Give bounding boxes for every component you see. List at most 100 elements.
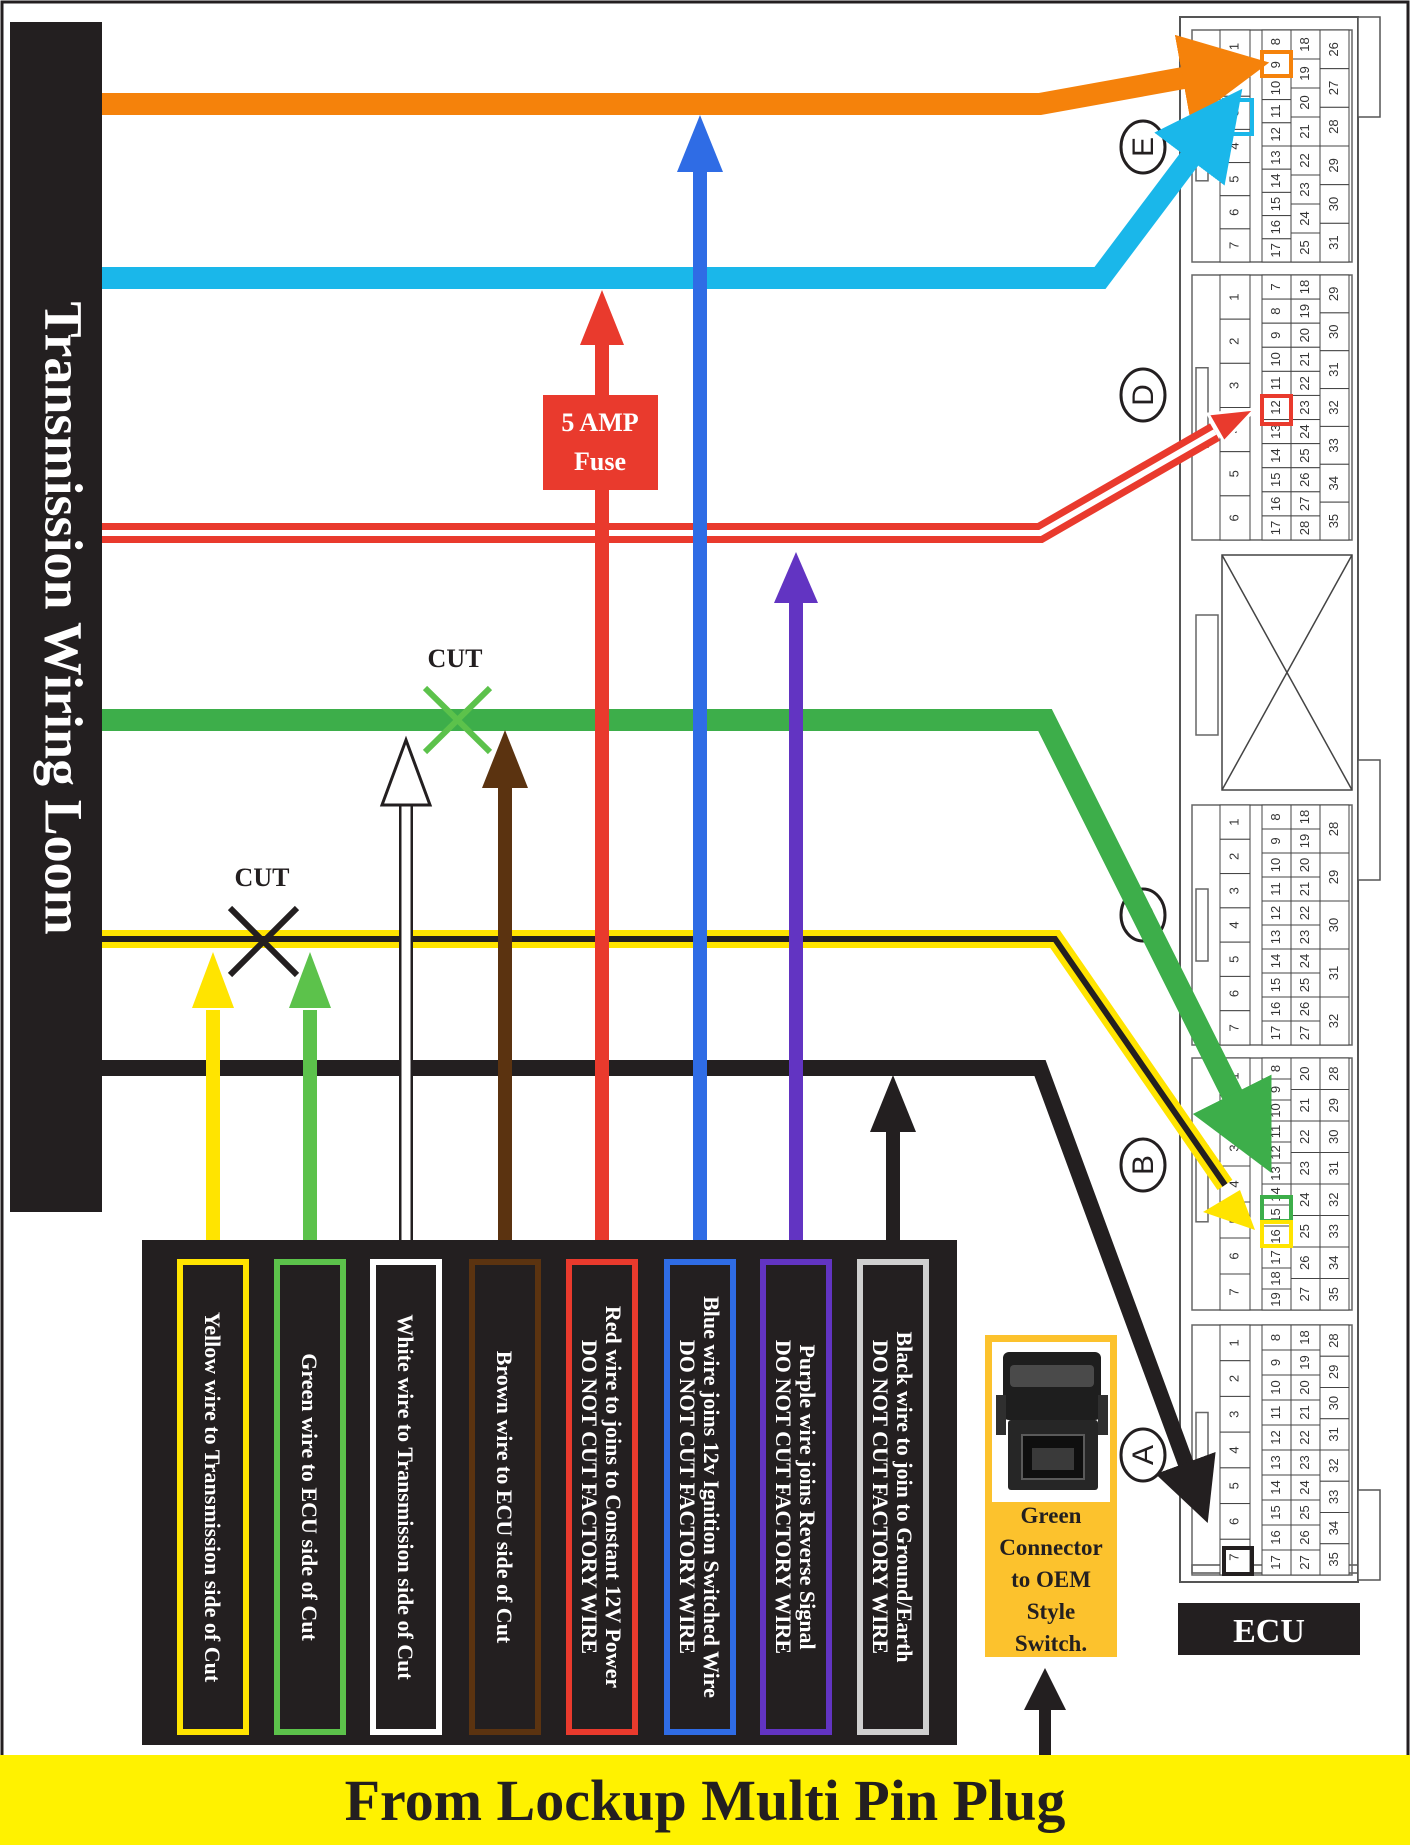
legend-text-white: White wire to Transmission side of Cut — [393, 1314, 418, 1680]
blue-plug-arrowhead — [677, 115, 723, 172]
svg-text:31: 31 — [1326, 966, 1341, 980]
svg-text:19: 19 — [1297, 834, 1312, 848]
svg-text:22: 22 — [1297, 906, 1312, 920]
highlight-pin-A7 — [1222, 1546, 1254, 1576]
switch-caption-line: Switch. — [1015, 1631, 1087, 1656]
svg-text:18: 18 — [1297, 280, 1312, 294]
svg-text:A: A — [1127, 1445, 1160, 1465]
legend-text-brown: Brown wire to ECU side of Cut — [492, 1351, 517, 1644]
svg-text:26: 26 — [1297, 473, 1312, 487]
svg-text:17: 17 — [1268, 1250, 1283, 1264]
fuse-label: 5 AMP Fuse — [543, 395, 658, 490]
svg-text:24: 24 — [1297, 211, 1312, 225]
svg-text:B: B — [1127, 1155, 1160, 1175]
svg-text:28: 28 — [1326, 1333, 1341, 1347]
brown-plug-arrowhead — [482, 730, 528, 788]
svg-text:35: 35 — [1326, 1552, 1341, 1566]
legend-item-red: Red wire to joins to Constant 12V PowerD… — [566, 1259, 638, 1735]
svg-text:32: 32 — [1326, 1014, 1341, 1028]
svg-text:10: 10 — [1268, 1103, 1283, 1117]
svg-text:17: 17 — [1268, 521, 1283, 535]
legend-panel — [142, 1240, 957, 1745]
ecu-label: ECU — [1233, 1613, 1305, 1650]
svg-text:32: 32 — [1326, 400, 1341, 414]
svg-text:15: 15 — [1268, 978, 1283, 992]
svg-text:20: 20 — [1297, 328, 1312, 342]
svg-text:21: 21 — [1297, 352, 1312, 366]
svg-text:24: 24 — [1297, 954, 1312, 968]
svg-text:15: 15 — [1268, 1505, 1283, 1519]
svg-text:35: 35 — [1326, 514, 1341, 528]
fuse-line-2: Fuse — [574, 447, 626, 476]
svg-text:21: 21 — [1297, 1098, 1312, 1112]
connector-E-badge: E — [1119, 119, 1167, 175]
svg-text:11: 11 — [1268, 882, 1283, 896]
svg-text:22: 22 — [1297, 1430, 1312, 1444]
legend-text-blue: Blue wire joins 12v Ignition Switched Wi… — [675, 1296, 724, 1698]
switch-caption-line: to OEM — [1011, 1567, 1091, 1592]
svg-text:9: 9 — [1268, 1086, 1283, 1093]
legend-frame-purple — [760, 1259, 832, 1735]
legend-line: DO NOT CUT FACTORY WIRE — [771, 1340, 796, 1654]
svg-text:21: 21 — [1297, 124, 1312, 138]
svg-text:18: 18 — [1297, 1330, 1312, 1344]
svg-text:25: 25 — [1297, 240, 1312, 254]
legend-frame-green — [274, 1259, 346, 1735]
svg-text:9: 9 — [1268, 332, 1283, 339]
svg-text:24: 24 — [1297, 1480, 1312, 1494]
switch-caption-line: Style — [1027, 1599, 1076, 1624]
svg-text:4: 4 — [1226, 142, 1241, 149]
orange-wire — [100, 34, 1270, 122]
svg-text:D: D — [1127, 384, 1160, 406]
svg-text:10: 10 — [1268, 858, 1283, 872]
svg-text:8: 8 — [1268, 1334, 1283, 1341]
svg-text:26: 26 — [1297, 1530, 1312, 1544]
svg-text:25: 25 — [1297, 978, 1312, 992]
svg-text:29: 29 — [1326, 1098, 1341, 1112]
svg-text:35: 35 — [1326, 1287, 1341, 1301]
svg-text:13: 13 — [1268, 424, 1283, 438]
purple-plug-arrowhead — [774, 552, 818, 603]
svg-text:7: 7 — [1226, 242, 1241, 249]
svg-text:20: 20 — [1297, 1380, 1312, 1394]
svg-text:12: 12 — [1268, 1145, 1283, 1159]
svg-text:28: 28 — [1326, 822, 1341, 836]
svg-text:14: 14 — [1268, 174, 1283, 188]
legend-text-purple: Purple wire joins Reverse SignalDO NOT C… — [771, 1340, 820, 1654]
svg-text:20: 20 — [1297, 95, 1312, 109]
green-wire — [100, 709, 1272, 1173]
svg-text:3: 3 — [1226, 382, 1241, 389]
legend-item-brown: Brown wire to ECU side of Cut — [469, 1259, 541, 1735]
legend-frame-brown — [469, 1259, 541, 1735]
svg-text:14: 14 — [1268, 1187, 1283, 1201]
green-cut-marker: CUT — [422, 644, 493, 755]
svg-text:27: 27 — [1297, 1026, 1312, 1040]
svg-text:34: 34 — [1326, 1256, 1341, 1270]
legend-line: White wire to Transmission side of Cut — [393, 1314, 418, 1680]
svg-text:23: 23 — [1297, 1161, 1312, 1175]
svg-text:31: 31 — [1326, 1427, 1341, 1441]
svg-text:9: 9 — [1268, 1359, 1283, 1366]
svg-text:5: 5 — [1226, 956, 1241, 963]
svg-text:33: 33 — [1326, 1490, 1341, 1504]
svg-text:31: 31 — [1326, 1161, 1341, 1175]
legend-line: Red wire to joins to Constant 12V Power — [601, 1306, 626, 1689]
svg-text:3: 3 — [1226, 1411, 1241, 1418]
svg-text:23: 23 — [1297, 930, 1312, 944]
svg-text:25: 25 — [1297, 1505, 1312, 1519]
svg-text:2: 2 — [1226, 338, 1241, 345]
svg-text:9: 9 — [1268, 837, 1283, 844]
highlight-pin-B15 — [1260, 1220, 1293, 1248]
svg-text:3: 3 — [1226, 109, 1241, 116]
ecu-center-housing — [1195, 554, 1353, 791]
svg-text:12: 12 — [1268, 127, 1283, 141]
svg-text:6: 6 — [1226, 1518, 1241, 1525]
svg-text:27: 27 — [1326, 81, 1341, 95]
